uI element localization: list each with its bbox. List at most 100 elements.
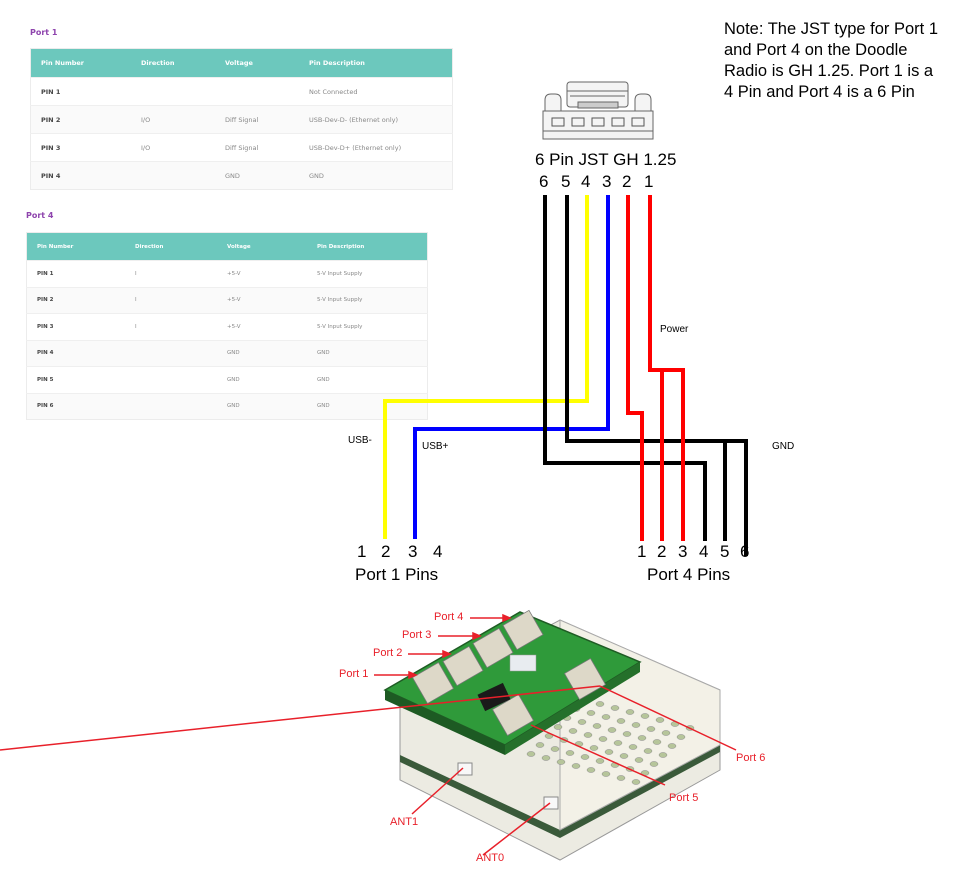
vent-hole (577, 719, 587, 725)
callout-port6: Port 6 (736, 752, 766, 764)
port1-pin-table: Pin Number Direction Voltage Pin Descrip… (30, 48, 453, 190)
voltage-cell: GND (215, 161, 299, 190)
doodle-radio-device-image (383, 609, 721, 861)
vent-hole (592, 723, 602, 729)
wire-power-pin2 (626, 195, 644, 541)
vent-hole (586, 710, 596, 716)
description-cell: 5-V Input Supply (307, 313, 428, 340)
vent-hole (658, 752, 668, 758)
wire-usb-plus (413, 195, 610, 539)
jst-connector-icon (542, 81, 654, 140)
vent-hole (652, 739, 662, 745)
port1-pin: 3 (408, 542, 418, 561)
vent-hole (631, 722, 641, 728)
vent-hole (535, 742, 545, 748)
vent-hole (601, 714, 611, 720)
direction-cell: I/O (131, 105, 215, 134)
port4-pin: 2 (657, 542, 667, 561)
vent-hole (667, 743, 677, 749)
column-header: Pin Description (307, 232, 428, 261)
wire-gnd-pin5 (565, 195, 748, 556)
vent-hole (616, 718, 626, 724)
voltage-cell: GND (217, 339, 307, 367)
vent-hole (637, 735, 647, 741)
jst-pin-number: 3 (602, 172, 612, 191)
direction-cell (125, 392, 217, 420)
port1-pins-label: Port 1 Pins (355, 565, 439, 584)
voltage-cell: Diff Signal (215, 105, 299, 134)
port4-table-title: Port 4 (26, 211, 54, 220)
description-cell: GND (307, 366, 428, 393)
callout-ant0: ANT0 (476, 852, 505, 864)
vent-hole (550, 746, 560, 752)
port4-pin: 3 (678, 542, 688, 561)
port1-pin: 4 (433, 542, 443, 561)
direction-cell (131, 161, 215, 190)
vent-hole (589, 745, 599, 751)
voltage-cell: +5-V (217, 286, 307, 314)
vent-hole (595, 701, 605, 707)
port1-pin: 1 (357, 542, 367, 561)
jst-pin-number: 1 (644, 172, 654, 191)
direction-cell (131, 77, 215, 106)
table-header-row: Pin Number Direction Voltage Pin Descrip… (30, 48, 453, 78)
pin-number-cell: PIN 2 (30, 105, 131, 134)
direction-cell (125, 339, 217, 367)
callout-port1: Port 1 (339, 668, 369, 680)
vent-hole (595, 758, 605, 764)
vent-hole (625, 709, 635, 715)
description-cell: USB-Dev-D- (Ethernet only) (299, 105, 453, 134)
wire-usb-minus (383, 195, 589, 539)
voltage-cell: +5-V (217, 260, 307, 287)
column-header: Pin Description (299, 48, 453, 78)
voltage-cell (215, 77, 299, 106)
vent-hole (556, 759, 566, 765)
vent-hole (526, 751, 536, 757)
callout-port3: Port 3 (402, 629, 432, 641)
column-header: Voltage (217, 232, 307, 261)
port4-pin: 1 (637, 542, 647, 561)
gnd-label: GND (772, 441, 795, 452)
wire-power-pin1 (648, 195, 685, 541)
vent-hole (646, 726, 656, 732)
jst-type-note: Note: The JST type for Port 1 and Port 4… (724, 20, 938, 101)
vent-hole (604, 749, 614, 755)
vent-hole (565, 750, 575, 756)
callout-ant1: ANT1 (390, 816, 419, 828)
usb-plus-label: USB+ (422, 441, 449, 452)
direction-cell: I (125, 313, 217, 340)
description-cell: GND (299, 161, 453, 190)
port4-pins-label: Port 4 Pins (647, 565, 731, 584)
pin-number-cell: PIN 3 (26, 313, 125, 340)
port1-table-title: Port 1 (30, 28, 58, 37)
pin-number-cell: PIN 4 (26, 339, 125, 367)
pin-number-cell: PIN 1 (26, 260, 125, 287)
column-header: Pin Number (30, 48, 131, 78)
vent-hole (643, 748, 653, 754)
vent-hole (655, 717, 665, 723)
usb-minus-label: USB- (348, 435, 372, 446)
vent-hole (553, 724, 563, 730)
description-cell: Not Connected (299, 77, 453, 106)
direction-cell: I (125, 260, 217, 287)
voltage-cell: GND (217, 366, 307, 393)
jst-pin-number: 2 (622, 172, 632, 191)
port4-pin-table: Pin Number Direction Voltage Pin Descrip… (26, 232, 428, 420)
vent-hole (616, 775, 626, 781)
description-cell: GND (307, 392, 428, 420)
voltage-cell: +5-V (217, 313, 307, 340)
vent-hole (634, 757, 644, 763)
power-label: Power (660, 324, 689, 335)
column-header: Direction (131, 48, 215, 78)
jst-pin-number: 6 (539, 172, 549, 191)
callout-arrows (0, 613, 737, 856)
column-header: Direction (125, 232, 217, 261)
wire-gnd-pin6 (543, 195, 707, 541)
port4-pin: 6 (740, 542, 750, 561)
